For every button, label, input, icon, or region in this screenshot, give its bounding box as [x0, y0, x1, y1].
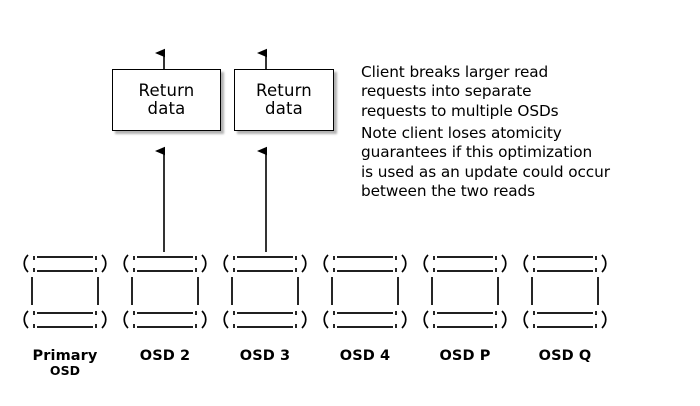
- disk-osd-4-label: OSD 4: [310, 348, 420, 364]
- note-client-breaks: Client breaks larger read requests into …: [361, 63, 559, 120]
- disk-primary-osd-sublabel-text: OSD: [49, 363, 81, 378]
- disk-primary-osd[interactable]: [20, 253, 110, 341]
- return-data-box-2[interactable]: Return data: [234, 69, 334, 131]
- disk-osd-p-label-text: OSD P: [439, 348, 491, 364]
- return-data-box-1-line1: Return: [138, 80, 195, 100]
- disk-osd-3[interactable]: [220, 253, 310, 341]
- return-data-box-1-line2: data: [147, 99, 186, 118]
- disk-osd-3-label-text: OSD 3: [239, 348, 291, 364]
- return-data-box-1[interactable]: Return data: [112, 69, 221, 131]
- disk-osd-p-label: OSD P: [410, 348, 520, 364]
- disk-osd-2-label: OSD 2: [110, 348, 220, 364]
- disk-osd-3-label: OSD 3: [210, 348, 320, 364]
- disk-osd-4-label-text: OSD 4: [339, 348, 391, 364]
- disk-osd-q-label: OSD Q: [510, 348, 620, 364]
- disk-primary-osd-label-text: Primary: [32, 348, 98, 364]
- disk-osd-2[interactable]: [120, 253, 210, 341]
- disk-osd-p[interactable]: [420, 253, 510, 341]
- return-data-box-2-line2: data: [265, 99, 303, 118]
- disk-osd-2-label-text: OSD 2: [139, 348, 191, 364]
- disk-osd-q[interactable]: [520, 253, 610, 341]
- disk-osd-4[interactable]: [320, 253, 410, 341]
- note-atomicity: Note client loses atomicity guarantees i…: [361, 124, 610, 200]
- disk-osd-q-label-text: OSD Q: [538, 348, 592, 364]
- return-data-box-2-line1: Return: [256, 80, 312, 100]
